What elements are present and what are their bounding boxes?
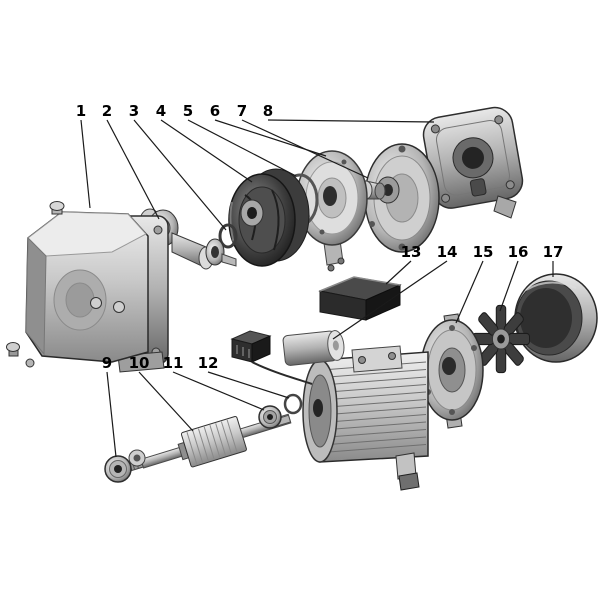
- leader-line-15: [455, 260, 484, 324]
- leader-line-9: [106, 371, 117, 458]
- part-label-1: 1: [76, 102, 86, 120]
- part-capacitor: [282, 330, 345, 366]
- leader-line-1: [80, 119, 91, 209]
- part-pump-bracket-disc: [364, 143, 440, 253]
- leader-line-2: [106, 119, 160, 220]
- part-label-8: 8: [263, 102, 273, 120]
- part-motor-end-shield: [420, 313, 484, 429]
- part-pump-housing: [6, 201, 169, 373]
- part-rear-bearing: [258, 405, 282, 429]
- part-label-14: 14: [437, 243, 458, 261]
- part-terminal-box-cover: [318, 276, 402, 321]
- part-terminal-board: [230, 330, 313, 385]
- part-fan-cover: [514, 273, 598, 363]
- part-label-10: 10: [129, 354, 150, 372]
- leader-line-8: [267, 119, 435, 123]
- part-label-9: 9: [102, 354, 112, 372]
- leader-line-5: [187, 119, 297, 177]
- part-label-6: 6: [210, 102, 220, 120]
- leader-line-16: [499, 260, 519, 312]
- part-label-4: 4: [156, 102, 166, 120]
- wire: [251, 361, 313, 385]
- leader-line-13: [385, 260, 412, 285]
- part-fan: [472, 304, 530, 374]
- leader-line-11: [172, 371, 265, 411]
- part-front-bearing: [104, 449, 146, 483]
- leader-line-14: [332, 260, 448, 340]
- leader-line-7: [241, 119, 369, 179]
- leader-lines: [80, 119, 554, 458]
- part-motor-body: [302, 345, 429, 491]
- part-label-15: 15: [473, 243, 494, 261]
- part-o-ring-small: [218, 223, 238, 249]
- leader-line-10: [138, 371, 194, 432]
- leader-line-3: [133, 119, 227, 231]
- part-label-2: 2: [102, 102, 112, 120]
- leader-line-4: [160, 119, 253, 183]
- part-impeller: [228, 168, 310, 267]
- part-label-7: 7: [237, 102, 247, 120]
- part-label-16: 16: [508, 243, 529, 261]
- part-label-3: 3: [129, 102, 139, 120]
- part-label-17: 17: [543, 243, 564, 261]
- part-label-5: 5: [183, 102, 193, 120]
- part-o-ring: [283, 393, 303, 415]
- part-diffuser: [296, 150, 368, 272]
- part-label-12: 12: [198, 354, 219, 372]
- part-label-13: 13: [401, 243, 422, 261]
- leader-line-12: [207, 371, 290, 399]
- part-label-11: 11: [163, 354, 184, 372]
- part-seal-plate: [422, 106, 524, 219]
